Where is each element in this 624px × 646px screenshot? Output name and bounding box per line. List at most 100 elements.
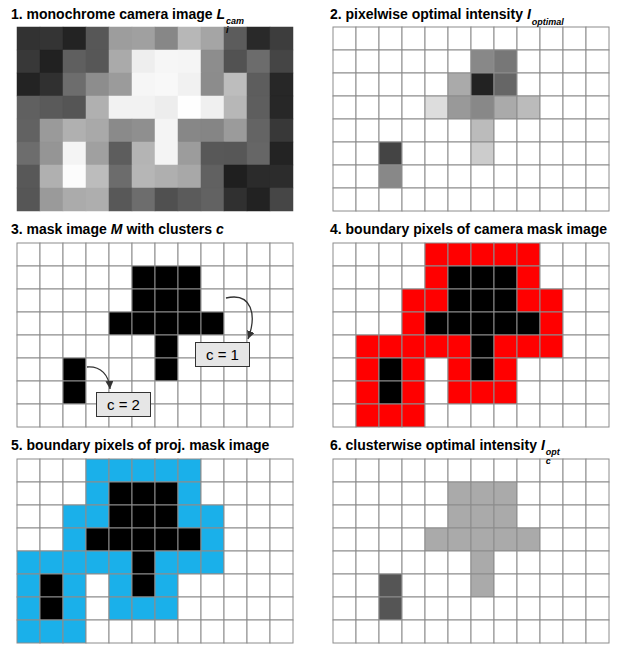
pixel-cell [333,597,356,620]
pixel-cell [178,266,201,289]
pixel-cell [17,142,40,165]
title-text: I [527,6,531,22]
pixel-cell [109,528,132,551]
pixel-cell [270,505,293,528]
pixel-cell [517,289,540,312]
pixel-cell [109,73,132,96]
math-symbol: Lcami [217,5,245,35]
pixel-cell [63,266,86,289]
pixel-cell [563,266,586,289]
pixel-cell [425,358,448,381]
pixel-cell [17,551,40,574]
title-text: 3. mask image [11,221,107,237]
pixel-cell [132,620,155,643]
pixel-cell [86,266,109,289]
panel-title: 4. boundary pixels of camera mask image [330,220,607,238]
pixel-cell [517,243,540,266]
pixel-cell [540,312,563,335]
pixel-cell [333,243,356,266]
pixel-cell [471,142,494,165]
pixel-cell [356,312,379,335]
pixel-cell [40,73,63,96]
pixel-cell [109,358,132,381]
pixel-cell [17,96,40,119]
pixel-cell [178,27,201,50]
pixel-cell [494,381,517,404]
pixel-cell [448,73,471,96]
pixel-cell [86,243,109,266]
pixel-cell [356,50,379,73]
pixel-cell [379,188,402,211]
callout-label: c = 1 [206,346,239,363]
pixel-cell [17,620,40,643]
pixel-cell [224,96,247,119]
pixel-cell [86,142,109,165]
pixel-cell [201,243,224,266]
pixel-cell [333,620,356,643]
pixel-cell [402,50,425,73]
pixel-cell [63,73,86,96]
pixel-cell [471,528,494,551]
pixel-cell [425,482,448,505]
pixel-cell [563,381,586,404]
pixel-cell [425,597,448,620]
pixel-cell [178,597,201,620]
pixel-cell [132,188,155,211]
pixel-cell [517,50,540,73]
pixel-cell [356,96,379,119]
pixel-cell [270,50,293,73]
pixel-cell [356,505,379,528]
pixel-cell [155,505,178,528]
pixel-cell [425,505,448,528]
pixel-cell [379,482,402,505]
pixel-cell [402,459,425,482]
pixel-cell [109,505,132,528]
pixel-cell [517,528,540,551]
pixel-cell [201,620,224,643]
pixel-cell [17,27,40,50]
pixel-cell [563,73,586,96]
pixel-cell [247,96,270,119]
pixel-cell [448,165,471,188]
pixel-cell [563,165,586,188]
pixel-cell [155,597,178,620]
pixel-cell [402,142,425,165]
pixel-cell [448,335,471,358]
pixel-cell [40,381,63,404]
pixel-cell [333,266,356,289]
pixel-cell [517,459,540,482]
pixel-cell [517,482,540,505]
pixel-cell [356,73,379,96]
pixel-cell [224,165,247,188]
title-text: 6. clusterwise optimal intensity [330,437,537,453]
pixel-cell [86,312,109,335]
pixel-cell [356,551,379,574]
pixel-cell [379,266,402,289]
pixel-cell [270,188,293,211]
pixel-cell [224,243,247,266]
pixel-cell [448,459,471,482]
pixel-cell [247,620,270,643]
pixel-cell [178,119,201,142]
pixel-cell [40,289,63,312]
pixel-cell [201,27,224,50]
pixel-cell [379,551,402,574]
pixel-cell [247,119,270,142]
pixel-cell [17,404,40,427]
pixel-cell [379,528,402,551]
pixel-cell [448,312,471,335]
pixel-cell [270,528,293,551]
pixel-cell [155,482,178,505]
pixel-cell [178,505,201,528]
pixel-cell [471,381,494,404]
pixel-cell [425,459,448,482]
pixel-cell [109,482,132,505]
pixel-cell [86,335,109,358]
pixel-cell [201,188,224,211]
pixel-cell [586,312,609,335]
pixel-cell [379,597,402,620]
pixel-cell [356,459,379,482]
pixel-cell [333,551,356,574]
pixel-cell [448,96,471,119]
